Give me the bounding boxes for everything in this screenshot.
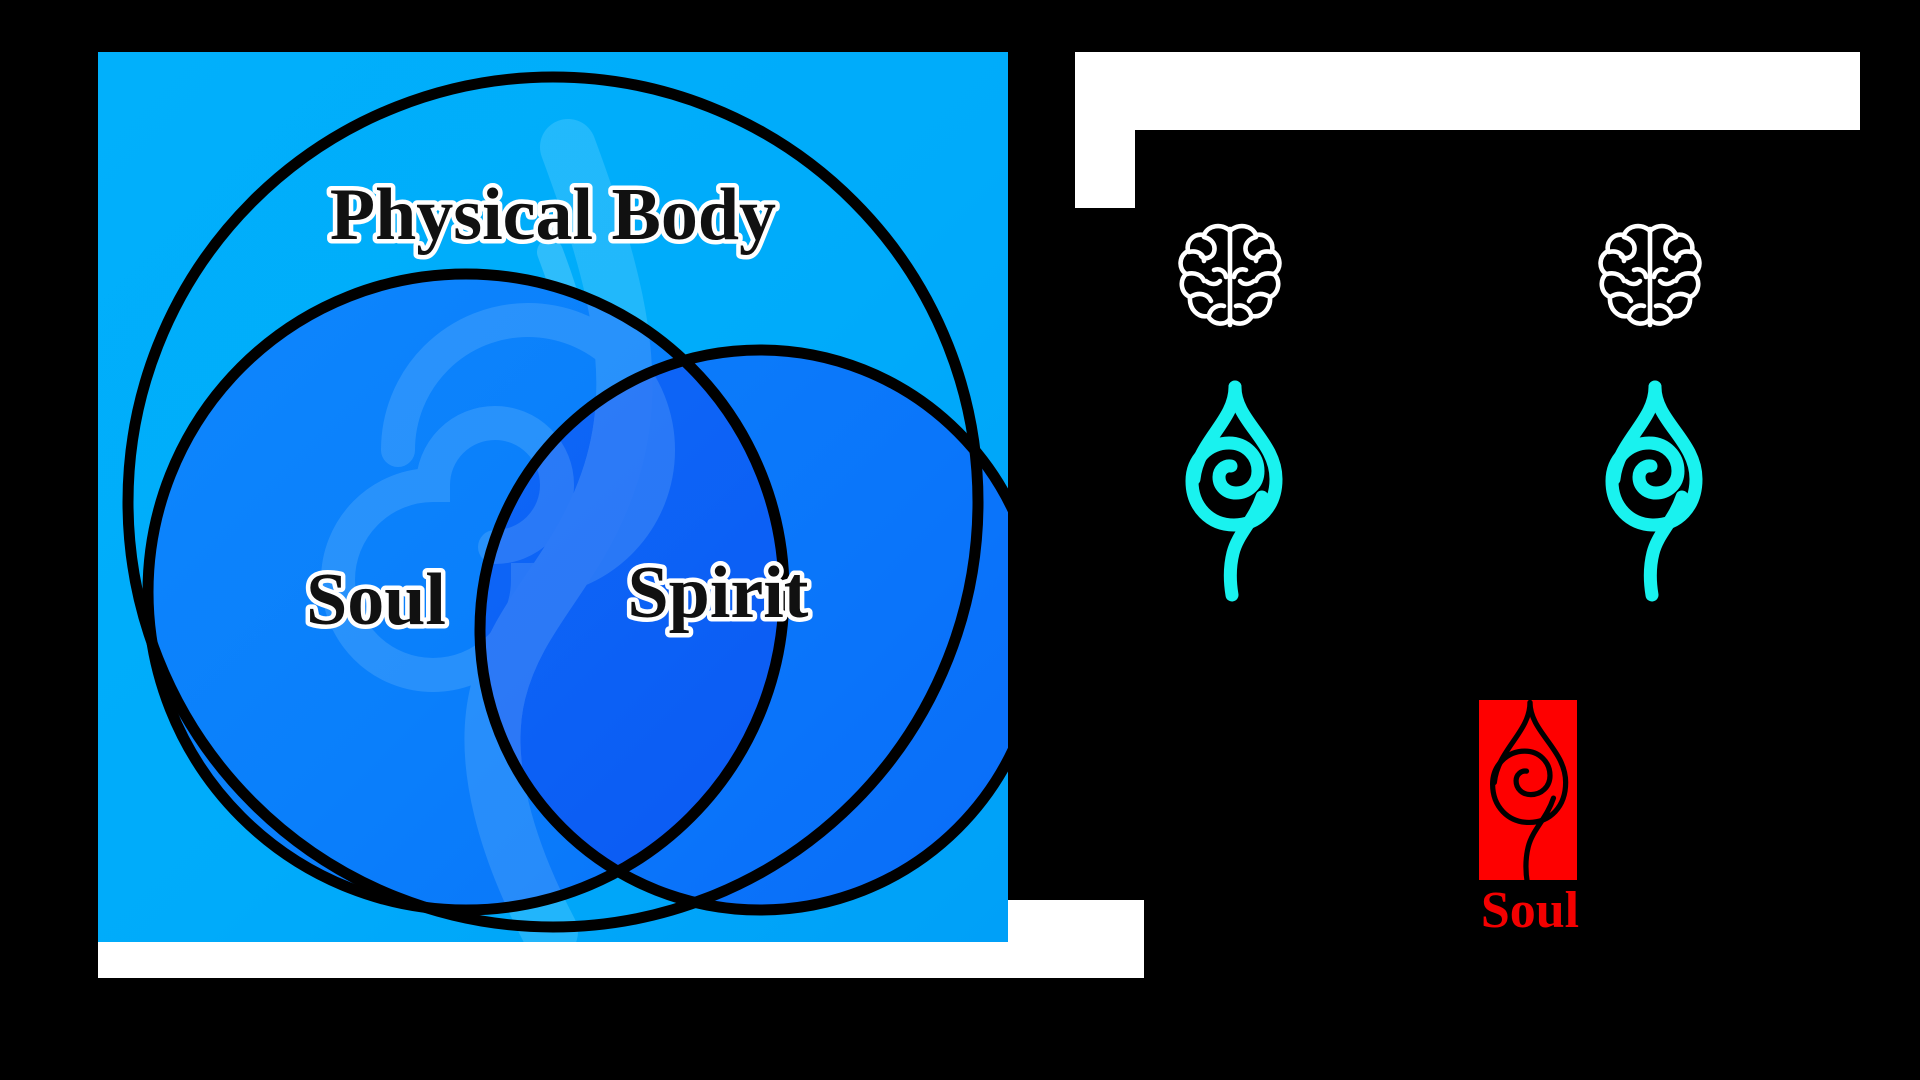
icon-panel: Soul	[1075, 130, 1920, 980]
white-plate-top-right	[1120, 52, 1860, 130]
spirit-circle-outline	[474, 344, 1008, 916]
white-plate-bottom-right	[1000, 900, 1144, 978]
venn-diagram-panel: Physical Body Soul Spirit	[98, 52, 1008, 942]
white-plate-mid-right	[1075, 52, 1135, 208]
soul-circle-outline	[142, 268, 790, 916]
spiral-flame-icon	[1600, 375, 1710, 605]
soul-caption-label: Soul	[1480, 882, 1580, 939]
soul-spiral-glyph-icon	[1450, 692, 1610, 892]
soul-label: Soul	[306, 559, 446, 641]
physical-body-label: Physical Body	[330, 174, 776, 256]
spiral-flame-icon	[1180, 375, 1290, 605]
soul-spirit-overlap	[480, 350, 784, 910]
spirit-label: Spirit	[628, 552, 809, 634]
physical-body-circle-outline	[122, 71, 984, 933]
brain-icon	[1590, 215, 1710, 335]
brain-icon	[1170, 215, 1290, 335]
